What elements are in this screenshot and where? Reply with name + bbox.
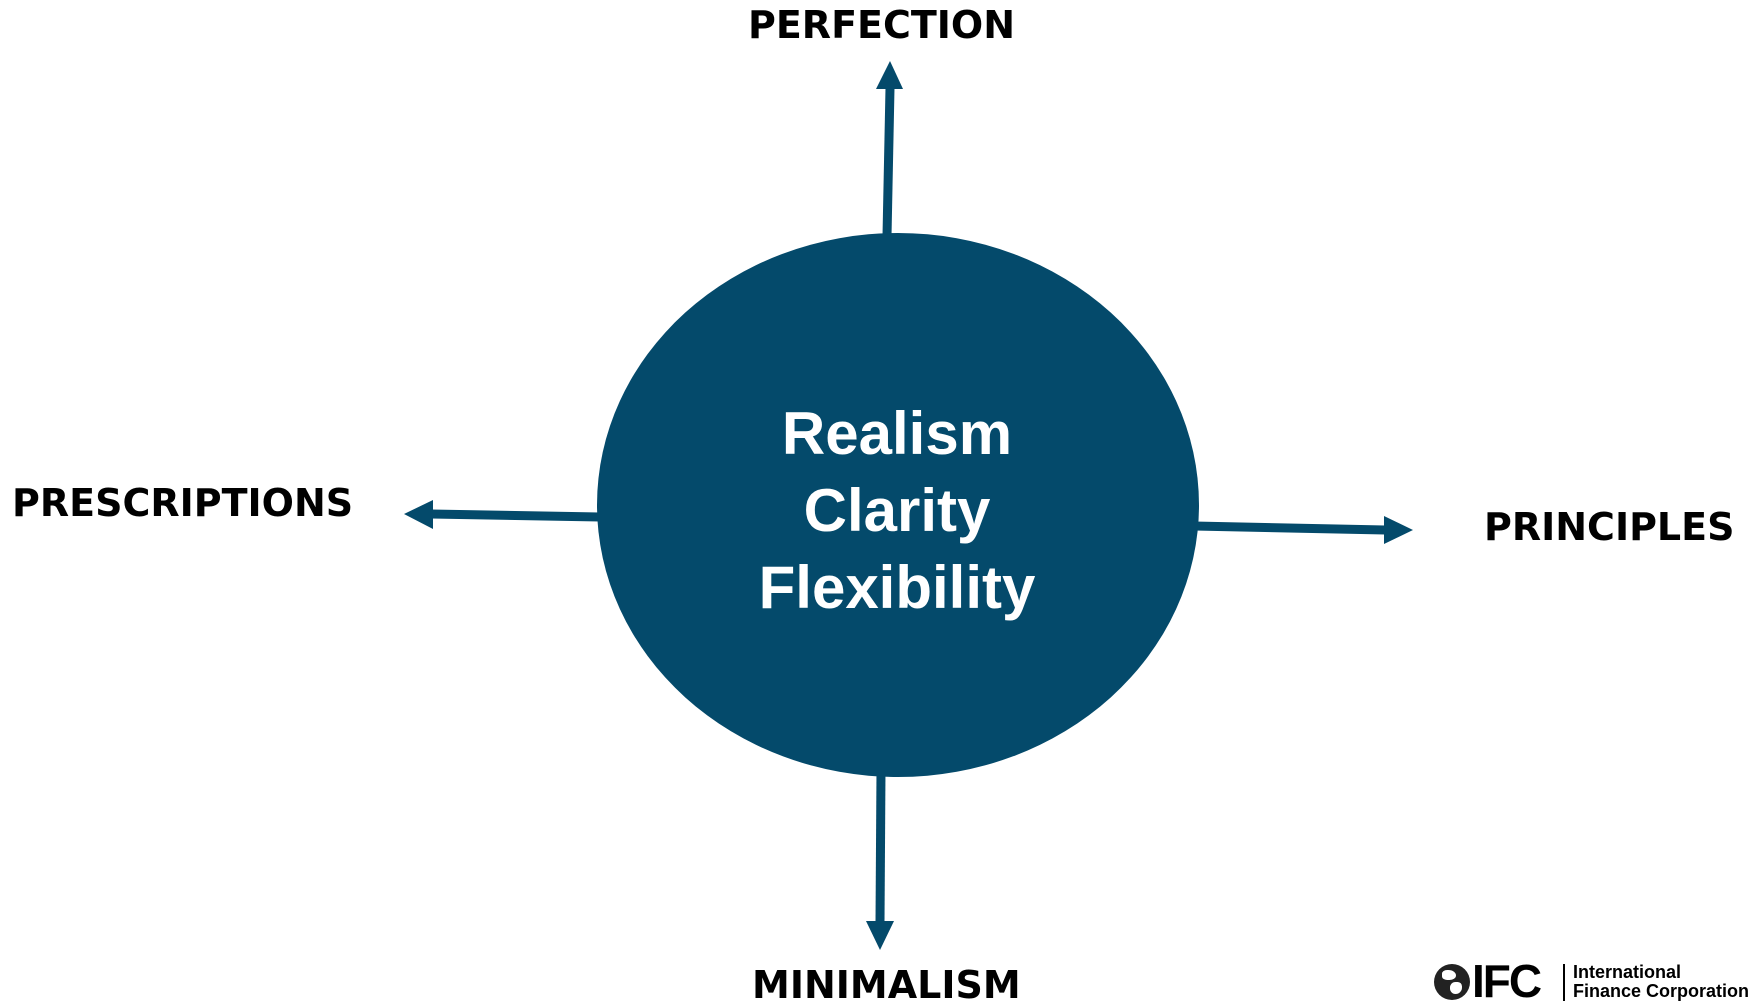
arrow-down-head: [866, 921, 894, 950]
arrow-up-head: [876, 61, 903, 89]
center-line-realism: Realism: [781, 400, 1013, 467]
center-text: Realism Clarity Flexibility: [597, 395, 1197, 626]
label-perfection: PERFECTION: [748, 3, 1016, 47]
arrow-right-shaft: [1193, 521, 1386, 535]
arrow-left-shaft: [430, 509, 601, 522]
arrow-left-head: [404, 500, 433, 529]
arrow-down-shaft: [875, 769, 886, 923]
center-ellipse: [597, 233, 1199, 777]
globe-icon: [1434, 964, 1470, 1000]
logo-text: International Finance Corporation: [1573, 963, 1749, 1001]
arrow-right-head: [1384, 516, 1413, 544]
label-principles: PRINCIPLES: [1484, 505, 1735, 549]
logo-line-1: International: [1573, 962, 1682, 982]
label-minimalism: MINIMALISM: [752, 963, 1021, 1001]
center-line-flexibility: Flexibility: [758, 554, 1036, 621]
arrow-up-shaft: [882, 87, 895, 237]
logo-line-2: Finance Corporation: [1573, 981, 1750, 1001]
logo-mark: IFC: [1472, 962, 1542, 1001]
ifc-logo: IFC International Finance Corporation: [1432, 962, 1760, 1001]
label-prescriptions: PRESCRIPTIONS: [12, 481, 354, 525]
logo-divider: [1563, 964, 1565, 1001]
center-line-clarity: Clarity: [803, 477, 991, 544]
